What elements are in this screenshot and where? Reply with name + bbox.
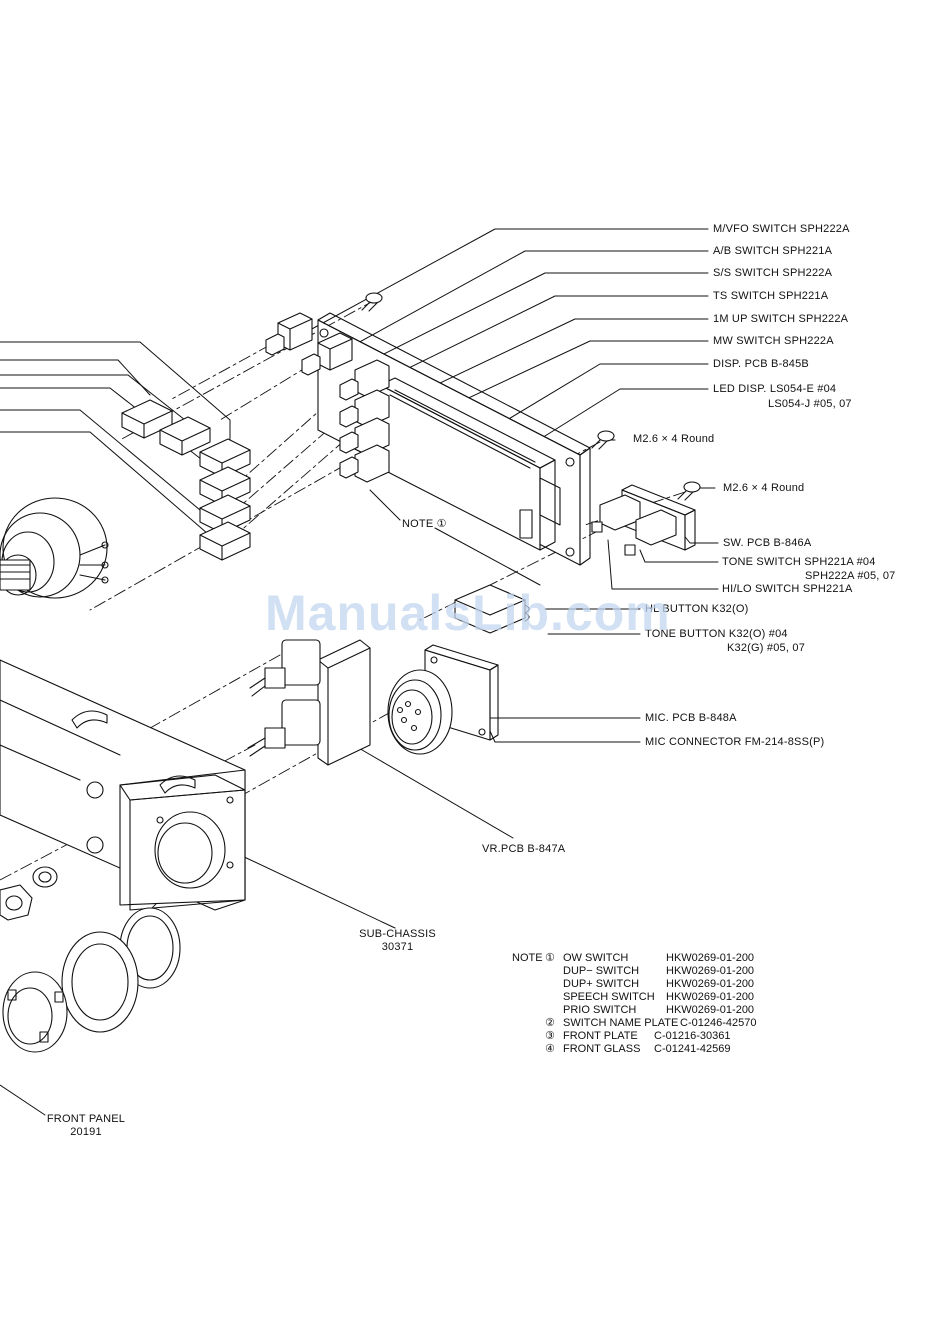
- callout-front-panel: FRONT PANEL: [46, 1113, 126, 1125]
- note-item-name: DUP− SWITCH: [563, 965, 640, 977]
- callout-tone-switch: TONE SWITCH SPH221A #04: [722, 556, 876, 568]
- callout-tone-button-variant: K32(G) #05, 07: [727, 642, 806, 654]
- note-item-part: C-01241-42569: [654, 1043, 731, 1055]
- note-mark: ①: [545, 952, 555, 964]
- note-item-part: HKW0269-01-200: [666, 1004, 755, 1016]
- note-item-part: HKW0269-01-200: [666, 952, 755, 964]
- note-item-part: C-01246-42570: [680, 1017, 757, 1029]
- callout-vr-pcb: VR.PCB B-847A: [482, 843, 566, 855]
- callout-tone-button: TONE BUTTON K32(O) #04: [645, 628, 788, 640]
- note-item-name: SPEECH SWITCH: [563, 991, 655, 1003]
- note-item-part: HKW0269-01-200: [666, 965, 755, 977]
- buttons: [454, 584, 530, 634]
- note-mark: ③: [545, 1030, 555, 1042]
- note-item-name: FRONT GLASS: [563, 1043, 641, 1055]
- callout-mw-switch: MW SWITCH SPH222A: [713, 335, 834, 347]
- note-heading: NOTE: [512, 952, 543, 964]
- note-item-part: C-01216-30361: [654, 1030, 731, 1042]
- screws: [361, 292, 701, 501]
- note-item-name: PRIO SWITCH: [563, 1004, 637, 1016]
- callout-sub-chassis-number: 30371: [381, 941, 414, 953]
- callout-ss-switch: S/S SWITCH SPH222A: [713, 267, 833, 279]
- sub-chassis: [0, 659, 246, 911]
- callout-tone-switch-variant: SPH222A #05, 07: [805, 570, 896, 582]
- callout-mic-connector: MIC CONNECTOR FM-214-8SS(P): [645, 736, 825, 748]
- callout-led-disp: LED DISP. LS054-E #04: [713, 383, 837, 395]
- note-mark: ④: [545, 1043, 555, 1055]
- note-item-part: HKW0269-01-200: [666, 991, 755, 1003]
- callout-sub-chassis: SUB-CHASSIS: [359, 928, 436, 940]
- callout-sw-pcb: SW. PCB B-846A: [723, 537, 812, 549]
- note-item-name: OW SWITCH: [563, 952, 629, 964]
- callout-disp-pcb: DISP. PCB B-845B: [713, 358, 809, 370]
- sw-pcb-assembly: [591, 484, 696, 556]
- callout-screw-1: M2.6 × 4 Round: [633, 433, 715, 445]
- vr-pcb-assembly: [247, 639, 371, 766]
- callout-note-1: NOTE ①: [402, 518, 447, 530]
- callout-ts-switch: TS SWITCH SPH221A: [713, 290, 829, 302]
- callout-screw-2: M2.6 × 4 Round: [723, 482, 805, 494]
- leader-lines: [0, 228, 719, 1116]
- callout-front-panel-number: 20191: [70, 1126, 102, 1138]
- callout-mvfo-switch: M/VFO SWITCH SPH222A: [713, 223, 850, 235]
- callout-ab-switch: A/B SWITCH SPH221A: [713, 245, 833, 257]
- note-item-name: SWITCH NAME PLATE: [563, 1017, 679, 1029]
- note-item-name: DUP+ SWITCH: [563, 978, 640, 990]
- rotary-switch: [0, 497, 109, 599]
- note-item-part: HKW0269-01-200: [666, 978, 755, 990]
- switch-caps: [121, 399, 251, 561]
- mic-connector-assembly: [387, 644, 499, 755]
- callout-1m-up-switch: 1M UP SWITCH SPH222A: [713, 313, 849, 325]
- callout-hl-button: HL BUTTON K32(O): [645, 603, 749, 615]
- pcb-switches: [265, 312, 390, 483]
- note-item-name: FRONT PLATE: [563, 1030, 638, 1042]
- callout-mic-pcb: MIC. PCB B-848A: [645, 712, 737, 724]
- callout-hilo-switch: HI/LO SWITCH SPH221A: [722, 583, 853, 595]
- note-mark: ②: [545, 1017, 555, 1029]
- callout-led-disp-variant: LS054-J #05, 07: [768, 398, 852, 410]
- rings-and-nuts: [0, 866, 181, 1053]
